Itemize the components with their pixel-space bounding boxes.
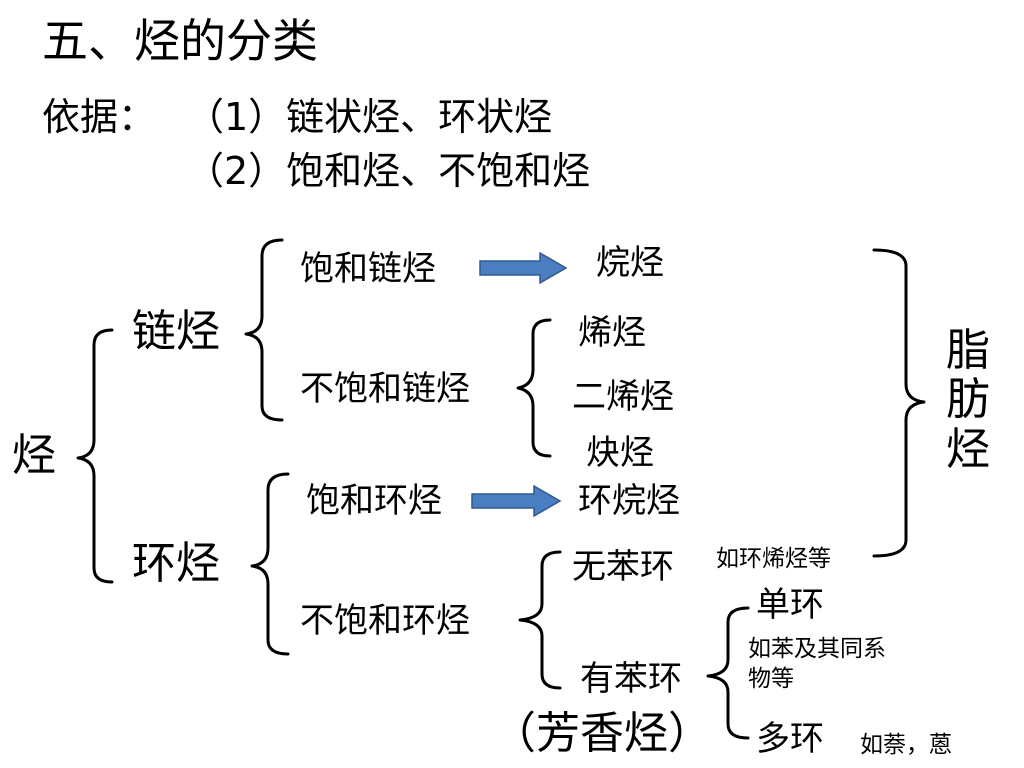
- arrow-saturated-chain: [479, 251, 568, 285]
- note-multi-ring: 如萘，蒽: [860, 732, 952, 758]
- node-multi-ring: 多环: [756, 719, 824, 759]
- node-alkane: 烷烃: [596, 243, 664, 283]
- node-hydrocarbon: 烃: [12, 430, 56, 481]
- page-title: 五、烃的分类: [42, 14, 318, 68]
- node-ring: 环烃: [132, 538, 220, 589]
- aliphatic-char: 烃: [946, 423, 990, 475]
- basis-label: 依据：: [42, 95, 157, 139]
- node-unsaturated-ring: 不饱和环烃: [300, 601, 470, 641]
- node-saturated-chain: 饱和链烃: [300, 249, 436, 289]
- basis-item-2: （2）饱和烃、不饱和烃: [186, 149, 591, 193]
- node-saturated-ring: 饱和环烃: [306, 481, 442, 521]
- note-no-benzene: 如环烯烃等: [716, 546, 831, 572]
- note-single-ring-2: 物等: [748, 666, 794, 692]
- node-single-ring: 单环: [756, 585, 824, 625]
- node-aromatic: （芳香烃）: [492, 708, 712, 759]
- bracket-aliphatic: [872, 248, 926, 558]
- node-cycloalkane: 环烷烃: [578, 481, 680, 521]
- node-unsaturated-chain: 不饱和链烃: [300, 369, 470, 409]
- bracket-root: [76, 328, 114, 584]
- node-chain: 链烃: [132, 306, 220, 357]
- node-has-benzene: 有苯环: [580, 659, 682, 699]
- bracket-has-benzene: [706, 606, 750, 740]
- basis-item-1: （1）链状烃、环状烃: [186, 95, 553, 139]
- node-no-benzene: 无苯环: [572, 547, 674, 587]
- node-diene: 二烯烃: [572, 377, 674, 417]
- bracket-chain: [244, 238, 284, 422]
- aliphatic-char: 脂: [946, 325, 990, 376]
- bracket-unsaturated-chain: [516, 318, 552, 458]
- node-alkyne: 炔烃: [586, 433, 654, 473]
- bracket-unsaturated-ring: [518, 550, 562, 690]
- arrow-saturated-ring: [471, 484, 562, 518]
- node-alkene: 烯烃: [578, 313, 646, 353]
- node-aliphatic: 脂 肪 烃: [946, 326, 990, 474]
- bracket-ring: [250, 472, 290, 656]
- aliphatic-char: 肪: [946, 374, 990, 426]
- note-single-ring-1: 如苯及其同系: [748, 636, 886, 662]
